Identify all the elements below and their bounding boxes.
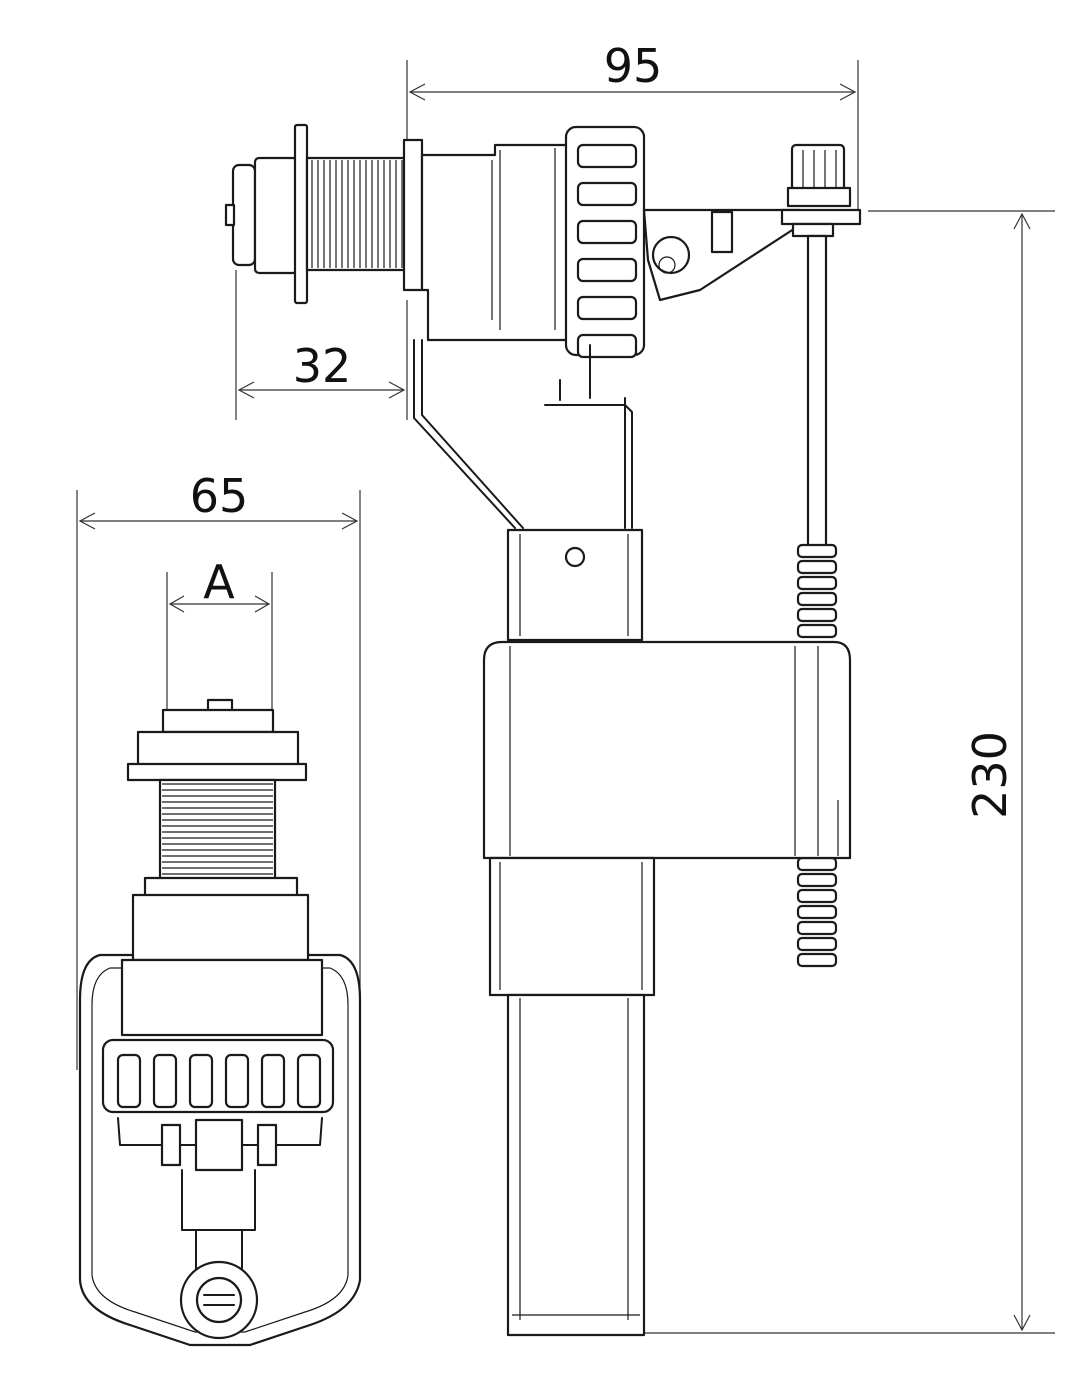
lower-tube <box>488 856 656 1337</box>
side-nut <box>101 1038 335 1114</box>
dimension-32-label: 32 <box>293 339 352 393</box>
dimension-a: A <box>166 555 273 712</box>
side-linkage <box>117 1117 323 1340</box>
dimension-95-label: 95 <box>604 39 663 93</box>
float-arm <box>642 208 802 302</box>
float-rod <box>796 234 838 968</box>
dimension-95: 95 <box>406 39 859 215</box>
valve-side-view <box>78 698 362 1347</box>
upper-tube <box>506 528 644 642</box>
support-bracket <box>413 339 633 529</box>
dimension-230: 230 <box>640 210 1055 1334</box>
dimension-230-label: 230 <box>963 731 1017 819</box>
valve-nut <box>564 125 646 359</box>
dimension-65-label: 65 <box>190 469 249 523</box>
float-body <box>482 640 852 860</box>
adjustment-knob <box>780 143 862 238</box>
valve-front-view <box>224 123 862 1337</box>
dimension-65: 65 <box>76 469 361 1070</box>
dimension-32: 32 <box>235 270 408 420</box>
side-thread <box>126 698 308 882</box>
valve-housing <box>420 143 572 342</box>
dimension-a-label: A <box>203 555 235 609</box>
inlet-thread <box>224 123 424 305</box>
